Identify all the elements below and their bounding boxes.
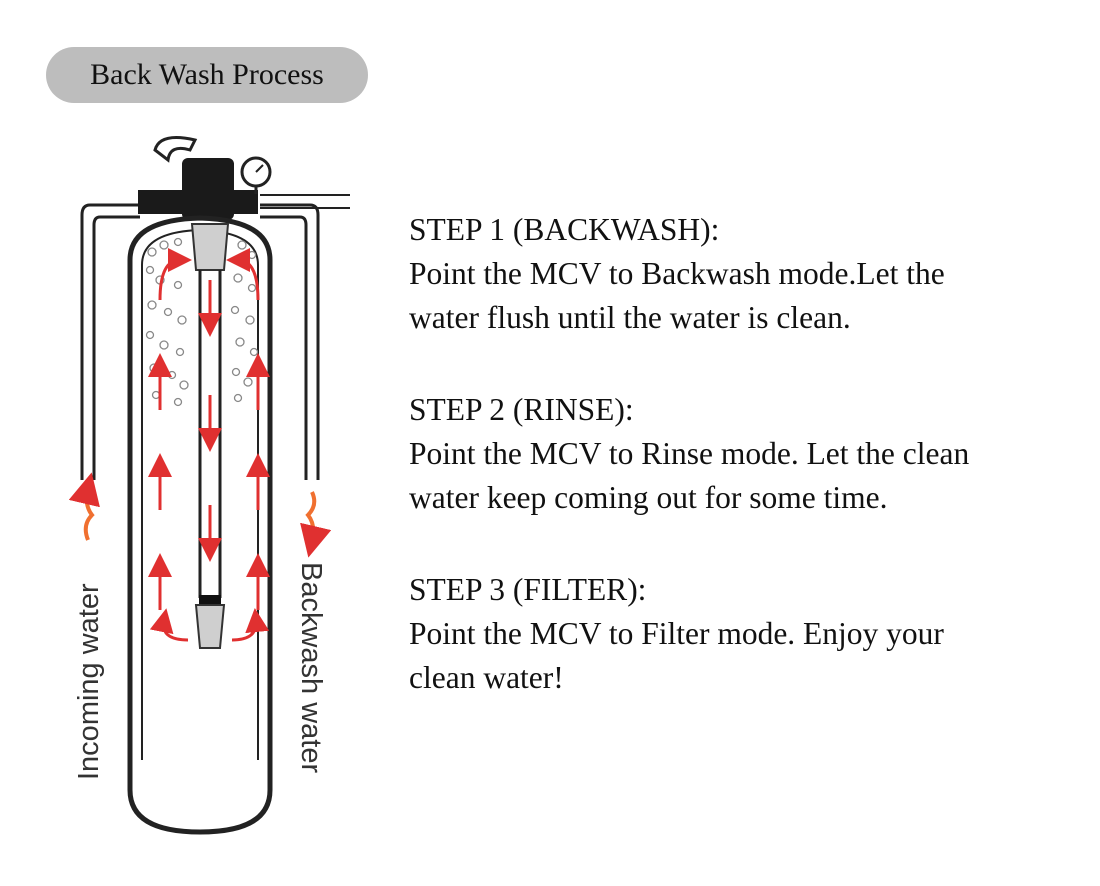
- step-1-line-1: Point the MCV to Backwash mode.Let the: [409, 256, 945, 291]
- step-3-line-2: clean water!: [409, 660, 564, 695]
- step-1-heading: STEP 1 (BACKWASH):: [409, 212, 720, 247]
- incoming-flow-arrow: [68, 472, 100, 541]
- filter-tank-diagram: Incoming water Backwash water: [68, 136, 350, 835]
- control-valve-icon: [138, 136, 258, 220]
- incoming-water-label: Incoming water: [73, 583, 105, 780]
- backwash-water-label: Backwash water: [295, 562, 327, 773]
- step-2: STEP 2 (RINSE): Point the MCV to Rinse m…: [409, 388, 1089, 520]
- page-title: Back Wash Process: [90, 58, 324, 91]
- incoming-pipe: [80, 203, 140, 480]
- flow-arrows: [148, 248, 270, 642]
- step-1: STEP 1 (BACKWASH): Point the MCV to Back…: [409, 208, 1089, 340]
- pressure-gauge-icon: [240, 156, 272, 194]
- filter-tank-icon: [127, 215, 273, 835]
- backwash-flow-arrow: [300, 491, 332, 558]
- title-badge: Back Wash Process: [46, 47, 368, 103]
- step-2-heading: STEP 2 (RINSE):: [409, 392, 634, 427]
- step-2-line-2: water keep coming out for some time.: [409, 480, 888, 515]
- step-2-line-1: Point the MCV to Rinse mode. Let the cle…: [409, 436, 970, 471]
- step-3: STEP 3 (FILTER): Point the MCV to Filter…: [409, 568, 1089, 700]
- instructions: STEP 1 (BACKWASH): Point the MCV to Back…: [409, 208, 1089, 748]
- step-3-heading: STEP 3 (FILTER):: [409, 572, 647, 607]
- step-1-line-2: water flush until the water is clean.: [409, 300, 851, 335]
- step-3-line-1: Point the MCV to Filter mode. Enjoy your: [409, 616, 944, 651]
